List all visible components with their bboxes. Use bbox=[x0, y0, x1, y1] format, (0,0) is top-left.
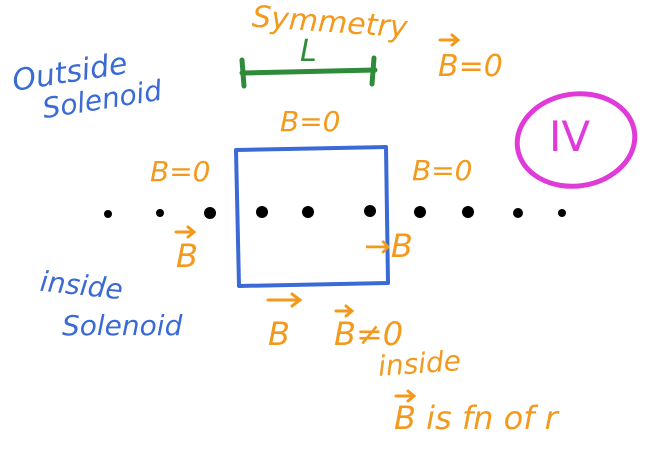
inside-solenoid-label-line2: Solenoid bbox=[62, 309, 183, 342]
b-right-arrow-label: →B bbox=[364, 227, 413, 265]
b-vector-left-label: B bbox=[176, 237, 198, 275]
wire-dot bbox=[414, 206, 426, 218]
wire-dot bbox=[256, 206, 268, 218]
wire-dot bbox=[364, 205, 376, 217]
b-zero-left-label: B=0 bbox=[150, 155, 211, 188]
vector-arrows bbox=[174, 33, 461, 403]
wire-dot bbox=[513, 208, 523, 218]
b-vector-nonzero-label: B≠0 bbox=[334, 315, 404, 353]
vector-arrow-bottom bbox=[266, 292, 303, 308]
b-vector-zero-label: B=0 bbox=[438, 49, 503, 84]
vector-arrow-top-right bbox=[438, 33, 461, 47]
length-bracket bbox=[239, 55, 378, 89]
wire-dot bbox=[104, 210, 112, 218]
vector-arrow-left bbox=[174, 225, 197, 239]
wire-dot bbox=[156, 209, 164, 217]
b-function-of-r-label: B is fn of r bbox=[394, 399, 558, 437]
b-bottom-label: B bbox=[268, 315, 290, 353]
wire-dot bbox=[302, 206, 314, 218]
wire-dots bbox=[104, 205, 566, 219]
vector-arrow-fn bbox=[394, 389, 417, 403]
wire-dot bbox=[462, 206, 474, 218]
amperian-loop bbox=[234, 145, 390, 288]
length-label: L bbox=[300, 34, 317, 69]
inside-solenoid-label-line1: inside bbox=[38, 264, 125, 307]
vector-arrow-nonzero bbox=[334, 304, 355, 318]
section-number-label: IV bbox=[549, 112, 591, 161]
inside-word-label: inside bbox=[376, 344, 462, 383]
wire-dot bbox=[558, 209, 566, 217]
b-zero-top-label: B=0 bbox=[280, 105, 341, 138]
section-circle bbox=[514, 91, 638, 189]
b-zero-right-label: B=0 bbox=[412, 154, 473, 187]
wire-dot bbox=[204, 207, 216, 219]
